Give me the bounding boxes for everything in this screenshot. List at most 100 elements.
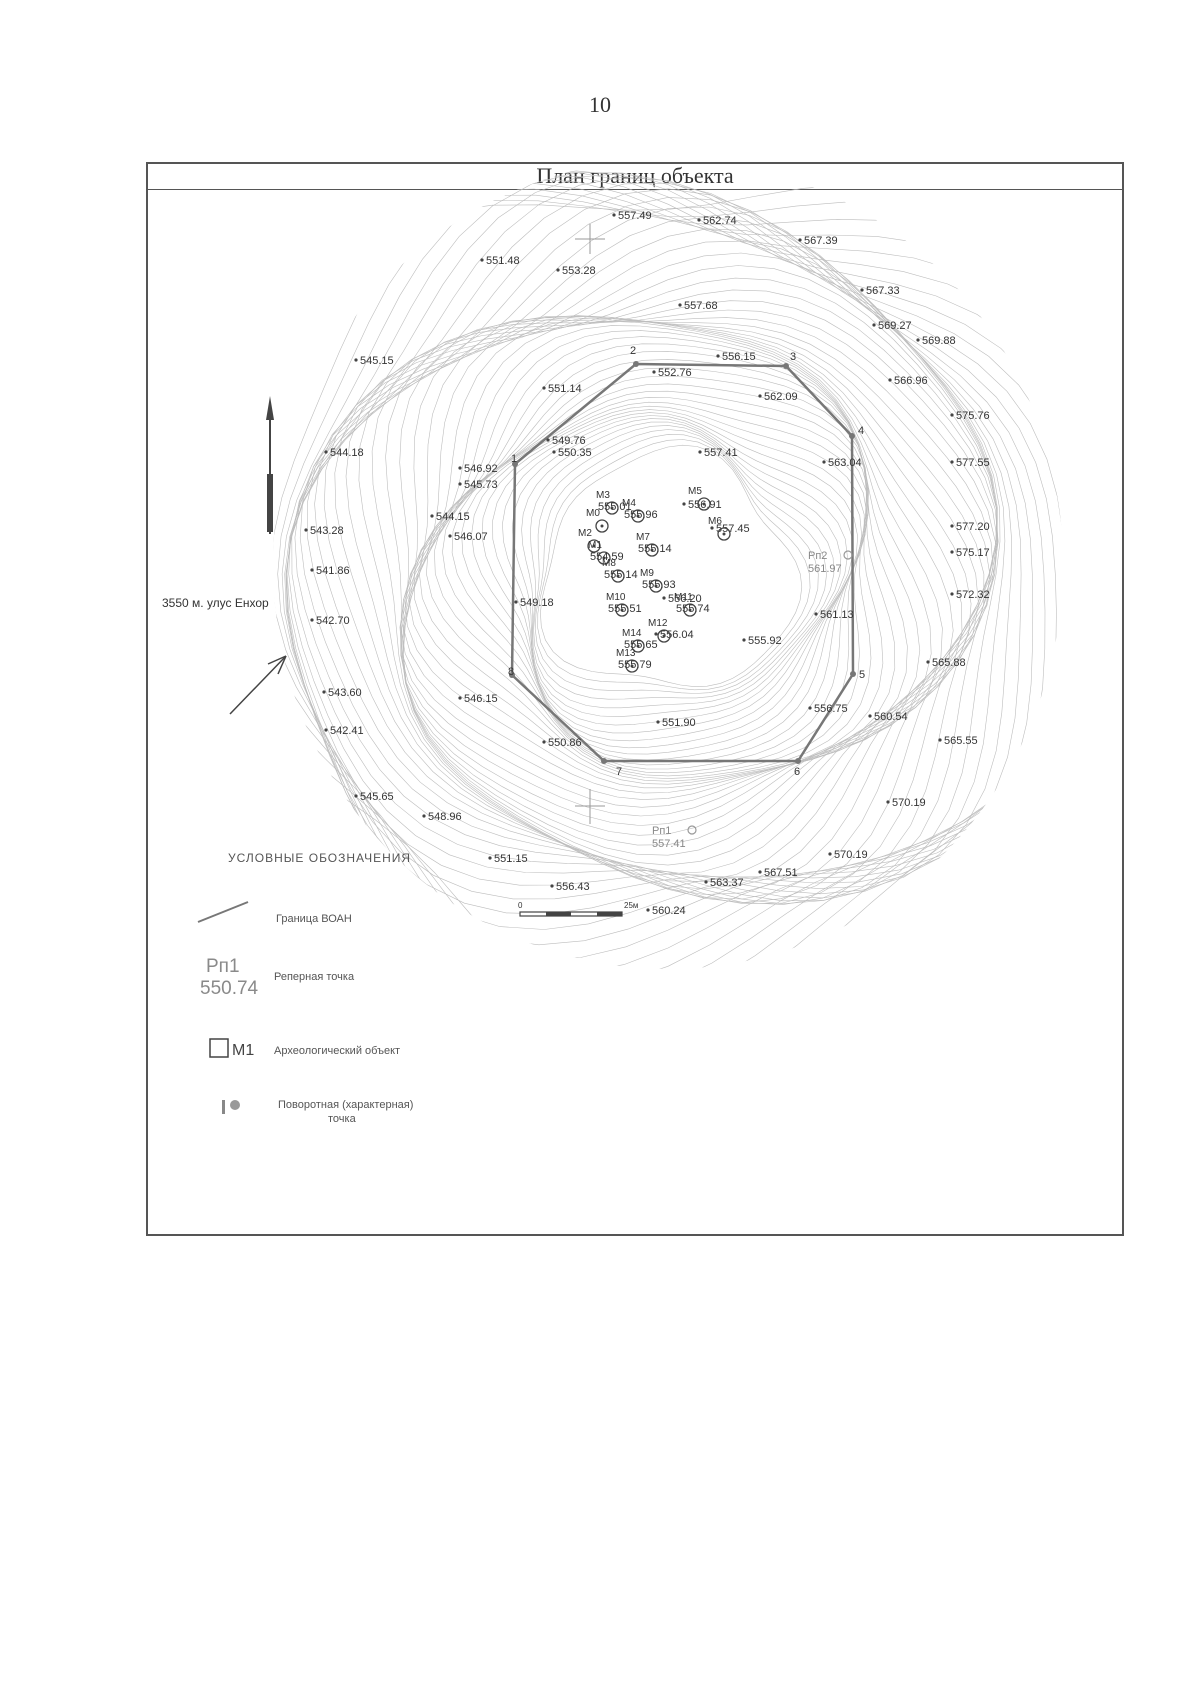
archaeological-object-label: M4 bbox=[622, 498, 636, 509]
elevation-point bbox=[678, 303, 682, 307]
scale-end: 25м bbox=[624, 901, 638, 910]
elevation-label: 546.07 bbox=[454, 531, 488, 543]
archaeological-object-center bbox=[630, 664, 634, 668]
elevation-point bbox=[656, 720, 660, 724]
archaeological-object-elevation: 555.96 bbox=[624, 509, 658, 521]
boundary-vertex-point bbox=[512, 461, 518, 467]
archaeological-object-center bbox=[662, 634, 666, 638]
elevation-label: 553.28 bbox=[562, 265, 596, 277]
elevation-label: 546.92 bbox=[464, 463, 498, 475]
legend-benchmark-value: 550.74 bbox=[200, 978, 259, 999]
elevation-label: 544.15 bbox=[436, 511, 470, 523]
elevation-point bbox=[886, 800, 890, 804]
archaeological-object-center bbox=[636, 514, 640, 518]
location-label: 3550 м. улус Енхор bbox=[162, 596, 269, 610]
elevation-label: 567.33 bbox=[866, 285, 900, 297]
contour-line bbox=[442, 390, 869, 770]
elevation-point bbox=[697, 218, 701, 222]
elevation-label: 569.27 bbox=[878, 320, 912, 332]
elevation-point bbox=[654, 632, 658, 636]
elevation-point bbox=[698, 450, 702, 454]
elevation-label: 551.48 bbox=[486, 255, 520, 267]
elevation-label: 550.35 bbox=[558, 447, 592, 459]
archaeological-object-center bbox=[602, 556, 606, 560]
elevation-label: 557.41 bbox=[704, 447, 738, 459]
elevation-label: 545.15 bbox=[360, 355, 394, 367]
archaeological-object-marker bbox=[631, 509, 645, 523]
elevation-label: 551.15 bbox=[494, 853, 528, 865]
archaeological-object-elevation: 555.01 bbox=[598, 501, 632, 513]
elevation-point bbox=[354, 794, 358, 798]
benchmark-marker bbox=[687, 825, 697, 835]
elevation-label: 556.15 bbox=[722, 351, 756, 363]
archaeological-object-label: M12 bbox=[648, 618, 668, 629]
archaeological-object-center bbox=[610, 506, 614, 510]
boundary-vertex-point bbox=[783, 363, 789, 369]
archaeological-object-label: M5 bbox=[688, 486, 702, 497]
archaeological-object-label: M8 bbox=[602, 558, 616, 569]
elevation-point bbox=[808, 706, 812, 710]
archaeological-object-center bbox=[620, 608, 624, 612]
archaeological-object-center bbox=[636, 644, 640, 648]
contour-line bbox=[399, 325, 943, 808]
contour-line bbox=[426, 375, 869, 777]
boundary-vertex-point bbox=[795, 758, 801, 764]
elevation-label: 551.90 bbox=[662, 717, 696, 729]
elevation-point bbox=[310, 568, 314, 572]
elevation-point bbox=[814, 612, 818, 616]
elevation-point bbox=[514, 600, 518, 604]
contour-line bbox=[273, 188, 1063, 969]
contour-line bbox=[400, 318, 963, 826]
contour-line bbox=[273, 194, 1063, 969]
archaeological-object-elevation: 555.65 bbox=[624, 639, 658, 651]
legend-benchmark-label: Реперная точка bbox=[274, 971, 355, 983]
elevation-point bbox=[354, 358, 358, 362]
elevation-label: 549.76 bbox=[552, 435, 586, 447]
benchmark-marker bbox=[843, 550, 853, 560]
legend-benchmark-name: Рп1 bbox=[206, 956, 240, 977]
elevation-label: 565.55 bbox=[944, 735, 978, 747]
boundary-vertex-label: 3 bbox=[790, 351, 796, 363]
elevation-label: 543.28 bbox=[310, 525, 344, 537]
archaeological-object-elevation: 555.14 bbox=[638, 543, 672, 555]
archaeological-object-label: M2 bbox=[578, 528, 592, 539]
elevation-point bbox=[950, 524, 954, 528]
contour-line bbox=[285, 173, 1057, 930]
boundary-vertex-label: 2 bbox=[630, 345, 636, 357]
archaeological-object-label: M10 bbox=[606, 592, 626, 603]
boundary-vertex-label: 1 bbox=[511, 453, 517, 465]
contour-line bbox=[286, 188, 1022, 889]
contour-line bbox=[399, 317, 991, 866]
contour-line bbox=[273, 182, 1063, 969]
elevation-label: 544.18 bbox=[330, 447, 364, 459]
archaeological-object-marker bbox=[605, 501, 619, 515]
elevation-point bbox=[926, 660, 930, 664]
contour-line bbox=[323, 265, 998, 903]
scale-bar: 0 25м bbox=[518, 901, 638, 917]
elevation-label: 545.65 bbox=[360, 791, 394, 803]
elevation-point bbox=[552, 450, 556, 454]
archaeological-object-label: M9 bbox=[640, 568, 654, 579]
elevation-point bbox=[828, 852, 832, 856]
scale-start: 0 bbox=[518, 901, 523, 910]
contour-lines bbox=[273, 170, 1063, 969]
elevation-point bbox=[950, 460, 954, 464]
elevation-point bbox=[322, 690, 326, 694]
contour-line bbox=[277, 172, 1063, 969]
elevation-label: 552.76 bbox=[658, 367, 692, 379]
legend-turn-point-bar bbox=[222, 1100, 225, 1114]
archaeological-object-label: M6 bbox=[708, 516, 722, 527]
archaeological-object-elevation: 555.74 bbox=[676, 603, 710, 615]
archaeological-object-marker bbox=[625, 659, 639, 673]
elevation-point bbox=[950, 550, 954, 554]
archaeological-object-label: M0 bbox=[586, 508, 600, 519]
elevation-label: 572.32 bbox=[956, 589, 990, 601]
archaeological-object-marker bbox=[595, 519, 609, 533]
archaeological-object-label: M13 bbox=[616, 648, 636, 659]
direction-arrow-icon bbox=[229, 655, 287, 715]
contour-line bbox=[521, 421, 842, 718]
contour-line bbox=[451, 396, 869, 766]
elevation-label: 542.70 bbox=[316, 615, 350, 627]
